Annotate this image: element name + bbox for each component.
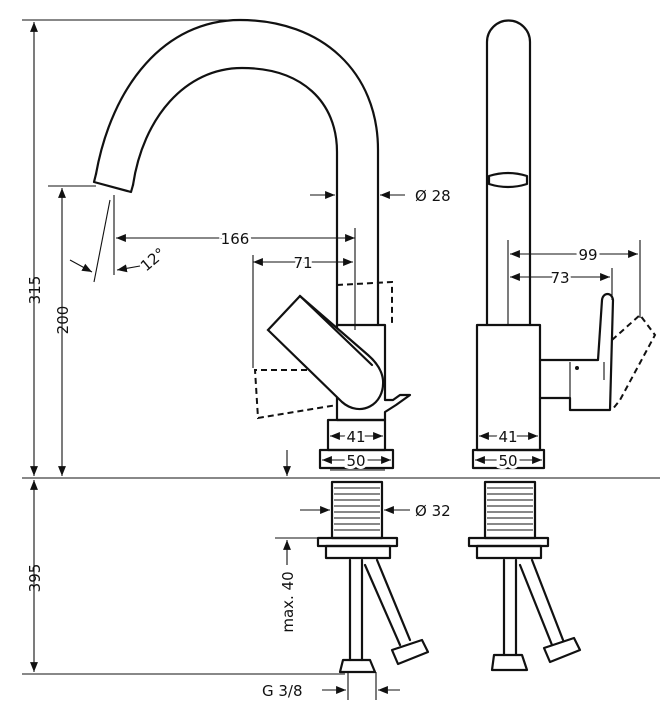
dim-166: 166 xyxy=(221,230,250,248)
supply-hoses-side xyxy=(490,558,582,672)
mounting-washer-side xyxy=(475,544,543,560)
lever-alt-position-up xyxy=(336,280,393,325)
dim-g-3-8: G 3/8 xyxy=(262,682,303,700)
lever xyxy=(266,294,385,411)
dim-diameter-28: Ø 28 xyxy=(415,187,451,205)
supply-hoses xyxy=(338,558,430,674)
dim-200: 200 xyxy=(54,306,72,335)
dim-315: 315 xyxy=(26,276,44,305)
dim-99: 99 xyxy=(578,246,597,264)
spout-inner xyxy=(131,66,339,327)
dim-395: 395 xyxy=(26,564,44,593)
dim-41-front: 41 xyxy=(346,428,365,446)
dim-diameter-32: Ø 32 xyxy=(415,502,451,520)
lever-side xyxy=(538,292,615,412)
dim-max-40: max. 40 xyxy=(279,571,297,632)
dim-41-side: 41 xyxy=(498,428,517,446)
threaded-shank xyxy=(330,480,384,540)
dim-12-deg: 12° xyxy=(137,244,169,275)
mounting-washer xyxy=(324,544,392,560)
spout-side xyxy=(485,19,532,327)
dim-50-front: 50 xyxy=(346,452,365,470)
dim-71: 71 xyxy=(293,254,312,272)
mounting-nut-side xyxy=(467,536,550,548)
spout-outer xyxy=(94,18,380,327)
threaded-shank-side xyxy=(483,480,537,540)
lever-alt-position-side xyxy=(611,313,657,411)
base-plate-side xyxy=(471,448,546,470)
lever-alt-position-down xyxy=(253,369,338,420)
side-view: 99 73 41 50 xyxy=(467,19,657,672)
dim-50-side: 50 xyxy=(498,452,517,470)
dim-73: 73 xyxy=(550,269,569,287)
front-view: 315 200 395 12° 166 71 Ø 28 41 50 Ø 32 m… xyxy=(22,18,660,700)
mounting-nut xyxy=(316,536,399,548)
base-plate xyxy=(318,448,395,470)
lever-inner xyxy=(298,294,374,367)
spout-nozzle xyxy=(92,172,135,194)
nozzle-side xyxy=(487,171,529,189)
